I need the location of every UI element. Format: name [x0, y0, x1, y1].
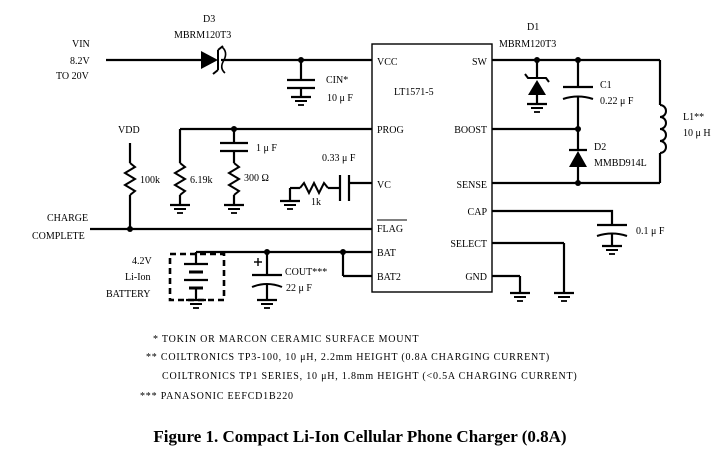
pin-select: SELECT [450, 239, 487, 250]
d2-diode [569, 129, 587, 183]
c-vc-label: 0.33 μ F [322, 153, 356, 164]
r100k-label: 100k [140, 175, 160, 186]
d2-part: MMBD914L [594, 158, 647, 169]
l1-name: L1** [683, 112, 704, 123]
pin-prog: PROG [377, 125, 404, 136]
cout-name: COUT*** [285, 267, 327, 278]
d1-name: D1 [527, 22, 539, 33]
figure-caption: Figure 1. Compact Li-Ion Cellular Phone … [153, 427, 566, 446]
pin-gnd: GND [465, 272, 487, 283]
c-cap-label: 0.1 μ F [636, 226, 665, 237]
r1k-label: 1k [311, 197, 321, 208]
cap-capacitor [492, 209, 628, 256]
cin-value: 10 μ F [327, 93, 353, 104]
d2-name: D2 [594, 142, 606, 153]
c1-capacitor [562, 60, 594, 129]
pin-flag: FLAG [377, 224, 403, 235]
r100k-resistor [123, 143, 137, 229]
complete-label: COMPLETE [32, 231, 85, 242]
note-2: ** COILTRONICS TP3-100, 10 μH, 2.2mm HEI… [146, 352, 550, 363]
cout-capacitor [251, 252, 283, 310]
junction-dots [127, 57, 581, 255]
d1-part: MBRM120T3 [499, 39, 556, 50]
cin-name: CIN* [326, 75, 348, 86]
cout-value: 22 μ F [286, 283, 312, 294]
bat-wire [196, 250, 372, 278]
d1-diode [524, 60, 550, 114]
c-vc-capacitor [338, 175, 372, 201]
pin-vc: VC [377, 180, 391, 191]
gnd-wire [492, 274, 532, 303]
pin-boost: BOOST [454, 125, 487, 136]
pin-vcc: VCC [377, 57, 398, 68]
vdd-label: VDD [118, 125, 140, 136]
d3-name: D3 [203, 14, 215, 25]
pin-bat: BAT [377, 248, 396, 259]
vin-range-1: 8.2V [70, 56, 91, 67]
pin-sw: SW [472, 57, 488, 68]
pin-cap: CAP [468, 207, 488, 218]
c-prog-label: 1 μ F [256, 143, 277, 154]
c-prog-capacitor [220, 129, 248, 163]
battery-label-1: 4.2V [132, 256, 153, 267]
note-1: * TOKIN OR MARCON CERAMIC SURFACE MOUNT [153, 334, 419, 345]
l1-inductor [658, 104, 667, 183]
select-wire [492, 241, 576, 303]
r300-label: 300 Ω [244, 173, 269, 184]
cin-capacitor [287, 60, 315, 107]
battery-label-3: BATTERY [106, 289, 150, 300]
pin-bat2: BAT2 [377, 272, 401, 283]
r300-resistor [222, 162, 246, 215]
d3-diode [201, 45, 227, 75]
vin-range-2: TO 20V [56, 71, 90, 82]
charge-label: CHARGE [47, 213, 88, 224]
ic-name: LT1571-5 [394, 87, 434, 98]
sw-wire [492, 58, 662, 105]
l1-value: 10 μ H [683, 128, 711, 139]
r1k-resistor [278, 180, 340, 211]
note-3: COILTRONICS TP1 SERIES, 10 μH, 1.8mm HEI… [162, 371, 578, 382]
vin-label: VIN [72, 39, 90, 50]
pin-sense: SENSE [456, 180, 487, 191]
battery-label-2: Li-Ion [125, 272, 151, 283]
r619k-label: 6.19k [190, 175, 213, 186]
c1-name: C1 [600, 80, 612, 91]
ic-body [371, 43, 493, 293]
battery-symbol [168, 252, 226, 310]
d3-part: MBRM120T3 [174, 30, 231, 41]
r619k-resistor [168, 162, 192, 215]
note-4: *** PANASONIC EEFCD1B220 [140, 391, 294, 402]
prog-wire [178, 127, 372, 163]
c1-value: 0.22 μ F [600, 96, 634, 107]
